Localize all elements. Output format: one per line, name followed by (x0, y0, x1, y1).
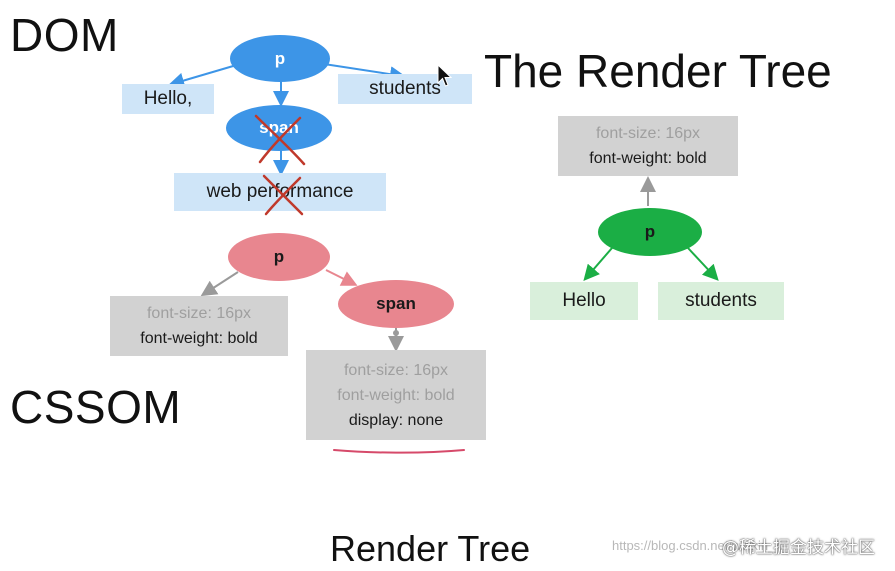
render-tree-heading: The Render Tree (484, 45, 832, 97)
cssom-heading: CSSOM (10, 381, 182, 433)
juejin-watermark: @稀土掘金技术社区 (722, 538, 875, 558)
cursor-arrow-icon (437, 64, 452, 87)
cssom-span-display: display: none (348, 411, 444, 429)
render-node-p-label: p (644, 222, 656, 241)
dom-node-span-label: span (259, 118, 299, 137)
dom-text-students: students (338, 74, 472, 104)
render-p-font-weight: font-weight: bold (589, 150, 707, 167)
strike-x-icon (262, 174, 304, 216)
cssom-edge-p-styles (200, 271, 239, 297)
dom-edge-p-hello (168, 63, 241, 89)
render-tree-caption: Render Tree (330, 528, 531, 569)
render-edge-p-students (687, 247, 719, 281)
dom-node-p-label: p (274, 48, 286, 68)
render-p-styles: font-size: 16px font-weight: bold (558, 116, 738, 176)
render-text-students-label: students (685, 290, 757, 311)
cssom-p-styles: font-size: 16px font-weight: bold (110, 296, 288, 356)
cssom-node-p: p (228, 233, 330, 281)
dom-node-p: p (230, 35, 330, 82)
cssom-edge-p-span (325, 269, 358, 286)
cssom-p-font-size: font-size: 16px (146, 305, 252, 322)
cssom-edge-dot (393, 330, 399, 336)
cssom-node-p-label: p (273, 247, 285, 266)
render-edge-p-hello (583, 247, 613, 282)
render-text-hello: Hello (530, 282, 638, 320)
cssom-span-styles: font-size: 16px font-weight: bold displa… (306, 350, 486, 440)
cssom-span-font-weight: font-weight: bold (337, 386, 455, 404)
dom-node-span: span (226, 105, 332, 151)
render-p-font-size: font-size: 16px (595, 125, 701, 142)
cssom-node-span-label: span (376, 294, 416, 313)
dom-text-hello-label: Hello, (143, 88, 193, 109)
dom-text-students-label: students (369, 78, 441, 99)
strike-x-icon (254, 114, 306, 166)
dom-heading: DOM (10, 9, 119, 61)
cssom-node-span: span (338, 280, 454, 328)
csdn-watermark: https://blog.csdn.net/weixin_4 (612, 538, 783, 553)
render-text-hello-label: Hello (562, 290, 606, 311)
dom-text-hello: Hello, (122, 84, 214, 114)
render-node-p: p (598, 208, 702, 256)
cssom-p-font-weight: font-weight: bold (140, 330, 258, 347)
cssom-span-font-size: font-size: 16px (343, 361, 449, 379)
render-text-students: students (658, 282, 784, 320)
display-none-underline (333, 449, 465, 454)
